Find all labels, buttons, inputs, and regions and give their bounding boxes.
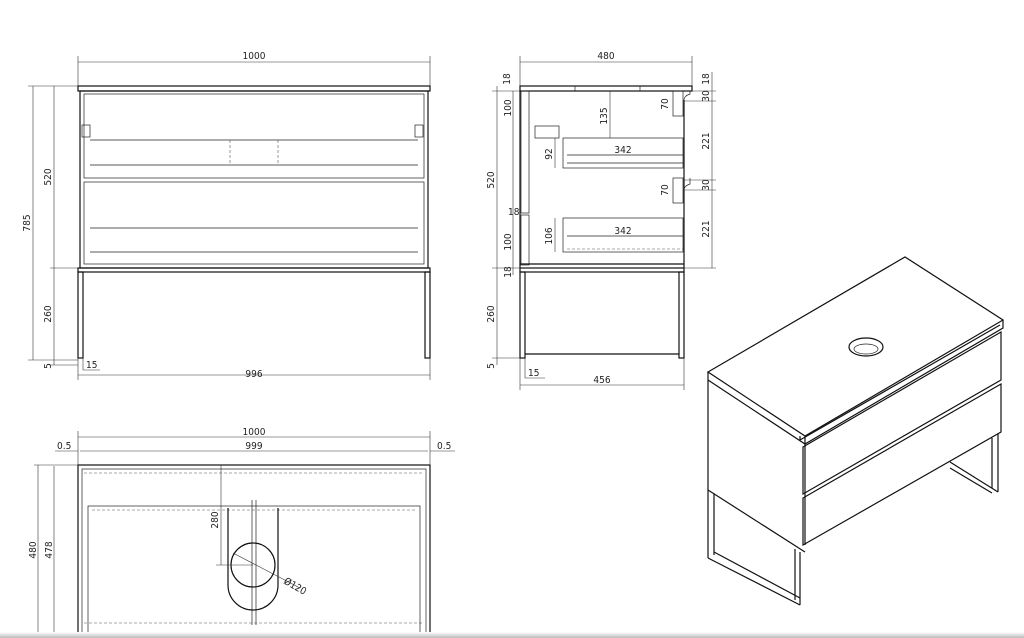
dim-front-total-height: 785	[22, 214, 33, 231]
dim-front-leg-height: 260	[43, 305, 54, 322]
dim-side-top-thk-left: 18	[502, 73, 513, 85]
dim-top-depth-inner: 478	[44, 541, 55, 558]
dim-side-height: 520	[486, 171, 497, 188]
dim-side-drawer-upper-h: 221	[701, 132, 712, 149]
dim-side-front-lower: 100	[503, 233, 514, 250]
dim-side-drawer1-depth: 342	[614, 145, 631, 156]
dim-side-leg-height: 260	[486, 305, 497, 322]
dim-top-depth-outer: 480	[28, 541, 39, 558]
dim-top-margin-right: 0.5	[437, 441, 451, 452]
dim-side-front-upper: 100	[503, 99, 514, 116]
dim-side-drawer2-height: 106	[544, 227, 555, 244]
dim-side-foot: 5	[486, 363, 497, 369]
dim-side-panel-18: 18	[508, 207, 520, 218]
dim-side-drawer-lower-h: 221	[701, 220, 712, 237]
dim-side-grip-lower: 70	[660, 184, 671, 196]
dim-side-grip-upper: 70	[660, 98, 671, 110]
dim-side-depth-bottom: 456	[593, 375, 610, 386]
dim-top-width-inner: 999	[245, 441, 262, 452]
dim-side-depth-top: 480	[597, 51, 614, 62]
dim-side-drawer2-depth: 342	[614, 226, 631, 237]
dim-side-bottom-thk: 18	[503, 266, 514, 278]
dim-side-inset: 15	[528, 368, 539, 379]
side-view: 480 18 100 520 18 100 18 260 5 135 70 70…	[486, 51, 716, 390]
dim-side-drawer-offset: 135	[599, 107, 610, 124]
dim-front-width-bottom: 996	[245, 369, 262, 380]
dim-side-top-thk-right: 18	[701, 73, 712, 85]
front-view: 1000 785 520 260 5 15 996	[22, 51, 431, 380]
dim-top-margin-left: 0.5	[57, 441, 71, 452]
dim-top-hole-offset: 280	[210, 511, 221, 528]
dim-side-drawer1-height: 92	[544, 148, 555, 159]
isometric-view	[706, 256, 1005, 606]
dim-front-width-top: 1000	[243, 51, 266, 62]
dim-front-upper-height: 520	[43, 168, 54, 185]
top-view: 280 Ø120 1000 999 0.5 0.5 480 478	[28, 427, 455, 636]
dim-side-gap-lower: 30	[701, 179, 712, 191]
dim-top-hole-diameter: Ø120	[282, 575, 309, 598]
dim-front-inset: 15	[86, 360, 97, 371]
dim-front-foot: 5	[43, 363, 54, 369]
dim-top-width-outer: 1000	[243, 427, 266, 438]
dim-side-gap-upper: 30	[701, 90, 712, 102]
